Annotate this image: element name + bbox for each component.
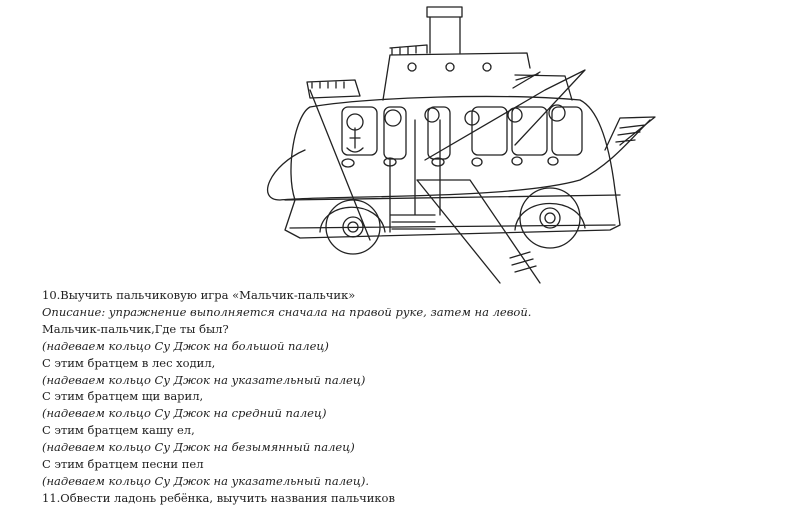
anchor <box>346 127 364 153</box>
ship-cabin <box>382 44 531 101</box>
rhyme-line: С этим братцем песни пел <box>42 457 204 472</box>
instruction-line: (надеваем кольцо Су Джок на большой пале… <box>42 338 329 353</box>
chimney <box>426 6 463 18</box>
wheels <box>319 187 586 255</box>
exercise-description: Описание: упражнение выполняется сначала… <box>42 304 532 319</box>
rhyme-line: Мальчик-пальчик,Где ты был? <box>42 321 229 336</box>
task-10-heading: 10.Выучить пальчиковую игра «Мальчик-пал… <box>42 288 356 302</box>
bus-body <box>284 95 621 239</box>
instruction-line: (надеваем кольцо Су Джок на указательный… <box>42 473 369 488</box>
rhyme-line: С этим братцем щи варил, <box>42 389 204 404</box>
instruction-line: (надеваем кольцо Су Джок на средний пале… <box>42 406 327 421</box>
task-11-heading: 11.Обвести ладонь ребёнка, выучить назва… <box>42 490 395 505</box>
instruction-line: (надеваем кольцо Су Джок на указательный… <box>42 372 366 387</box>
document-text: 10.Выучить пальчиковую игра «Мальчик-пал… <box>42 287 531 507</box>
rhyme-line: С этим братцем кашу ел, <box>42 423 195 438</box>
bus-windows <box>341 104 583 168</box>
airplane <box>266 119 651 201</box>
bus-ship-plane-illustration <box>266 6 656 284</box>
rhyme-line: С этим братцем в лес ходил, <box>42 355 216 370</box>
instruction-line: (надеваем кольцо Су Джок на безымянный п… <box>42 440 355 455</box>
